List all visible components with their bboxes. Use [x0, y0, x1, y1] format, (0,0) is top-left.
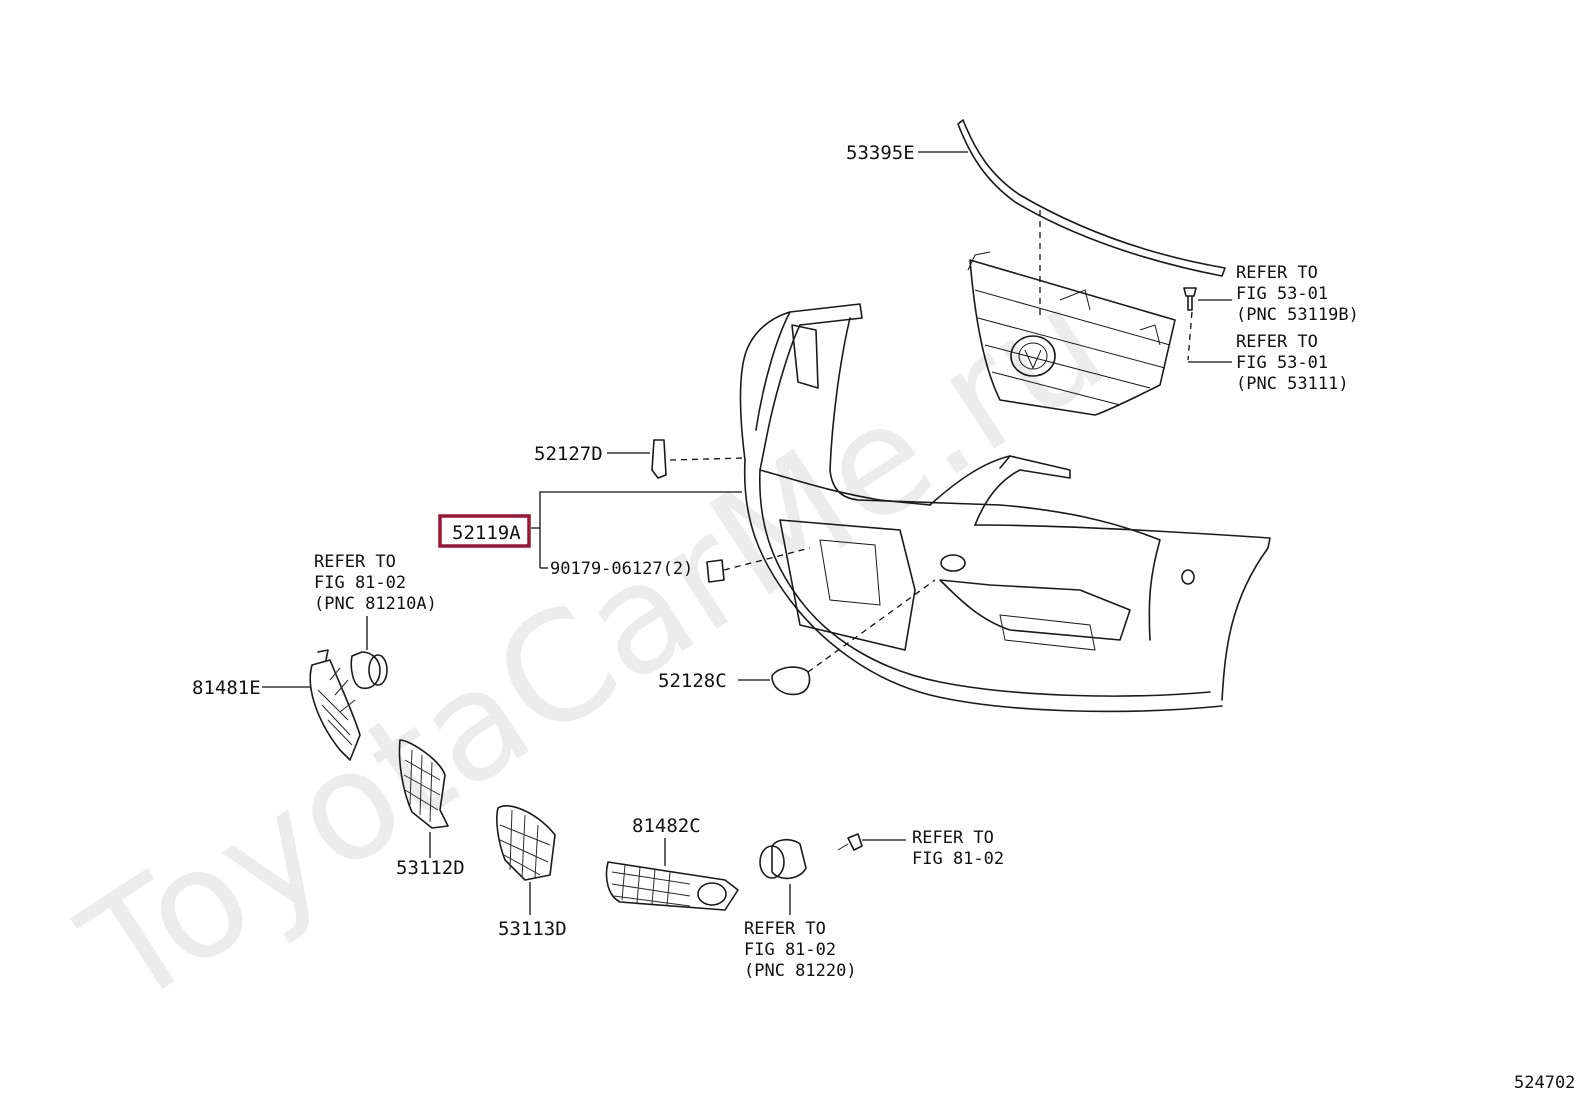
ref-line: FIG 81-02	[912, 849, 1004, 869]
label-52119A[interactable]: 52119A	[452, 522, 521, 544]
ref-fog-left[interactable]: REFER TO FIG 81-02 (PNC 81210A)	[314, 552, 437, 614]
fog-bezel-81481E-drawing	[309, 649, 388, 761]
figure-number: 524702	[1514, 1073, 1575, 1093]
nut-90179-drawing	[706, 559, 725, 583]
grille-moulding-drawing	[957, 119, 1226, 277]
ref-line: (PNC 53119B)	[1236, 305, 1359, 325]
ref-grille-lower[interactable]: REFER TO FIG 53-01 (PNC 53111)	[1236, 332, 1349, 394]
fog-bezel-81482C-drawing	[605, 861, 739, 911]
label-52127D[interactable]: 52127D	[534, 443, 603, 465]
watermark-text: ToyotaCarMe.ru	[54, 255, 1134, 1041]
selected-part-highlight	[438, 514, 531, 548]
ref-line: (PNC 53111)	[1236, 374, 1349, 394]
ref-line: (PNC 81210A)	[314, 594, 437, 614]
ref-line: REFER TO	[314, 552, 396, 572]
ref-fog-screw[interactable]: REFER TO FIG 81-02	[912, 828, 1004, 869]
label-81481E[interactable]: 81481E	[192, 677, 261, 699]
ref-line: REFER TO	[1236, 263, 1318, 283]
label-90179-06127[interactable]: 90179-06127(2)	[550, 559, 693, 579]
lower-grille-53113D-drawing	[496, 805, 556, 881]
ref-line: REFER TO	[912, 828, 994, 848]
ref-line: FIG 81-02	[314, 573, 406, 593]
ref-fog-right[interactable]: REFER TO FIG 81-02 (PNC 81220)	[744, 919, 857, 981]
ref-line: FIG 53-01	[1236, 353, 1328, 373]
grille-clip-drawing	[1183, 287, 1197, 311]
label-53113D[interactable]: 53113D	[498, 918, 567, 940]
ref-grille-upper[interactable]: REFER TO FIG 53-01 (PNC 53119B)	[1236, 263, 1359, 325]
label-53112D[interactable]: 53112D	[396, 857, 465, 879]
leader-lines	[262, 151, 1232, 915]
label-53395E[interactable]: 53395E	[846, 142, 915, 164]
ref-line: (PNC 81220)	[744, 961, 857, 981]
bumper-cover-drawing	[739, 303, 1271, 713]
ref-line: REFER TO	[744, 919, 826, 939]
fog-lamp-right-drawing	[759, 833, 863, 880]
tow-cover-52128C-drawing	[771, 666, 811, 696]
lower-grille-53112D-drawing	[398, 739, 449, 829]
bracket-52127D-drawing	[651, 439, 667, 479]
label-52128C[interactable]: 52128C	[658, 670, 727, 692]
ref-line: REFER TO	[1236, 332, 1318, 352]
label-81482C[interactable]: 81482C	[632, 815, 701, 837]
ref-line: FIG 53-01	[1236, 284, 1328, 304]
radiator-grille-drawing	[967, 251, 1176, 416]
ref-line: FIG 81-02	[744, 940, 836, 960]
